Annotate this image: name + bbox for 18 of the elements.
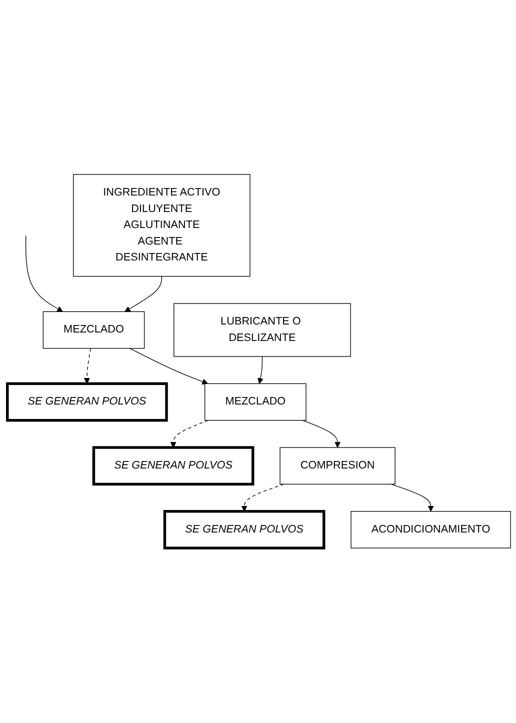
node-box: SE GENERAN POLVOS xyxy=(6,382,168,422)
node-box: SE GENERAN POLVOS xyxy=(163,510,326,550)
arrow xyxy=(302,420,341,448)
node-box: INGREDIENTE ACTIVO DILUYENTE AGLUTINANTE AGENTE DESINTEGRANTE xyxy=(73,174,250,277)
node-box: MEZCLADO xyxy=(204,384,306,421)
node-box: COMPRESION xyxy=(280,447,396,485)
arrow xyxy=(258,356,264,384)
arrow xyxy=(241,484,284,512)
node-box: LUBRICANTE O DESLIZANTE xyxy=(174,303,351,358)
node-box: ACONDICIONAMIENTO xyxy=(350,511,511,549)
node-box: SE GENERAN POLVOS xyxy=(92,446,254,486)
arrow xyxy=(170,420,209,448)
arrow xyxy=(124,276,162,312)
node-box: MEZCLADO xyxy=(42,312,145,349)
arrow xyxy=(84,348,91,384)
arrow xyxy=(129,348,208,385)
arrow xyxy=(390,484,434,512)
arrow xyxy=(25,236,63,312)
